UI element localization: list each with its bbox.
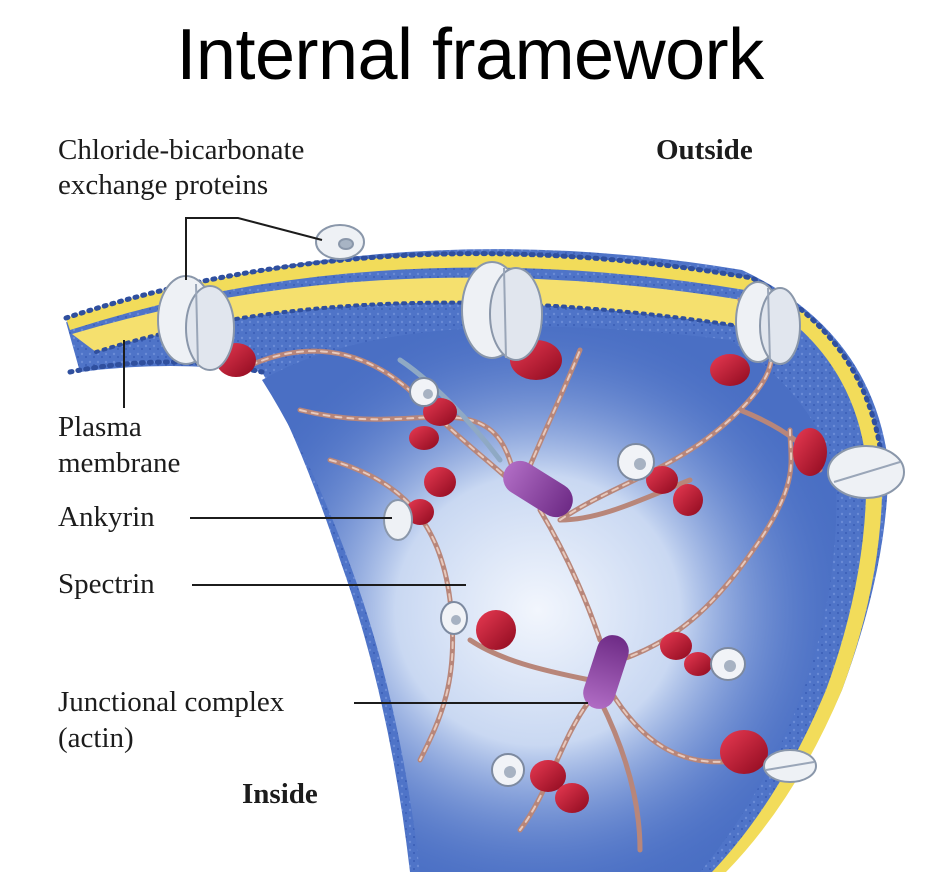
ankyrin (720, 730, 768, 774)
leader-line-chloride (185, 217, 323, 280)
ankyrin (710, 354, 750, 386)
label-spectrin: Spectrin (58, 568, 155, 600)
ankyrin-group (216, 340, 827, 813)
lipid-core-top (72, 277, 800, 352)
label-ankyrin: Ankyrin (58, 501, 155, 533)
label-junctional-line2: (actin) (58, 722, 134, 754)
exchange-protein (827, 445, 905, 499)
page-title: Internal framework (176, 15, 764, 95)
ankyrin (409, 426, 439, 450)
exchange-protein (157, 275, 235, 371)
exchange-protein (383, 499, 413, 541)
ankyrin (424, 467, 456, 497)
ankyrin (673, 484, 703, 516)
exchange-protein (461, 261, 543, 361)
ankyrin (646, 466, 678, 494)
junctional-complex (583, 635, 629, 709)
ankyrin (555, 783, 589, 813)
ankyrin (660, 632, 692, 660)
ankyrin (406, 499, 434, 525)
ankyrin (423, 398, 457, 426)
lipid-core-stripe (66, 254, 883, 872)
junctional-complex-group (503, 460, 629, 709)
exchange-protein (763, 749, 817, 783)
label-plasma-line2: membrane (58, 447, 181, 479)
label-outside: Outside (656, 134, 753, 166)
leader-lines (123, 217, 588, 704)
ankyrin (793, 428, 827, 476)
label-chloride-line2: exchange proteins (58, 169, 269, 201)
junctional-complex (503, 460, 573, 518)
ankyrin (530, 760, 566, 792)
label-inside: Inside (242, 778, 318, 810)
ankyrin (684, 652, 712, 676)
exchange-protein (735, 281, 801, 365)
exchange-protein-group (157, 224, 905, 783)
exchange-protein (315, 224, 365, 260)
label-chloride-line1: Chloride-bicarbonate (58, 134, 305, 166)
label-plasma-line1: Plasma (58, 411, 142, 443)
label-junctional-line1: Junctional complex (58, 686, 285, 718)
ankyrin (476, 610, 516, 650)
membrane-body (63, 249, 889, 873)
